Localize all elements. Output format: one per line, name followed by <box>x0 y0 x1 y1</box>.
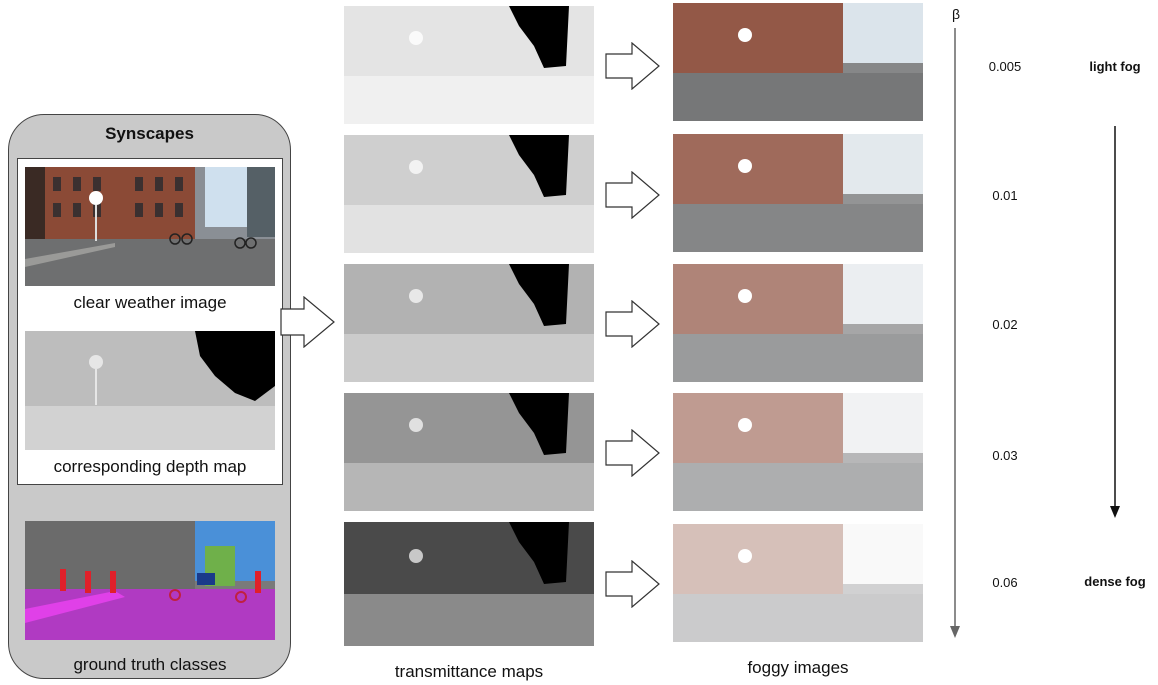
transmittance-caption: transmittance maps <box>394 662 544 681</box>
right-arrow-icon <box>605 42 660 90</box>
foggy-caption: foggy images <box>747 658 849 677</box>
beta-value: 0.03 <box>992 448 1018 463</box>
light-fog-label: light fog <box>1089 59 1141 74</box>
beta-value: 0.02 <box>992 317 1018 332</box>
beta-value: 0.01 <box>992 188 1018 203</box>
right-arrow-icon <box>605 171 660 219</box>
transmittance-map <box>344 264 594 382</box>
transmittance-map <box>344 6 594 124</box>
beta-symbol: β <box>951 6 961 22</box>
depth-map-caption: corresponding depth map <box>53 457 247 476</box>
panel-title: Synscapes <box>105 124 194 143</box>
ground-truth-image <box>25 521 275 640</box>
foggy-image <box>673 264 923 382</box>
right-arrow-icon <box>605 560 660 608</box>
foggy-image <box>673 3 923 121</box>
right-arrow-icon <box>605 300 660 348</box>
clear-weather-caption: clear weather image <box>73 293 227 312</box>
foggy-image <box>673 134 923 252</box>
transmittance-map <box>344 135 594 253</box>
transmittance-map <box>344 522 594 646</box>
beta-value: 0.06 <box>992 575 1018 590</box>
fog-intensity-arrow-icon <box>1110 126 1120 518</box>
transmittance-map <box>344 393 594 511</box>
depth-map-image <box>25 331 275 450</box>
clear-weather-image <box>25 167 275 286</box>
beta-value: 0.005 <box>988 59 1022 74</box>
right-arrow-icon <box>605 429 660 477</box>
beta-axis-arrow-icon <box>950 28 960 638</box>
dense-fog-label: dense fog <box>1084 574 1146 589</box>
ground-truth-caption: ground truth classes <box>73 655 227 674</box>
foggy-image <box>673 524 923 642</box>
to-transmittance-arrow-icon <box>280 296 335 348</box>
foggy-image <box>673 393 923 511</box>
